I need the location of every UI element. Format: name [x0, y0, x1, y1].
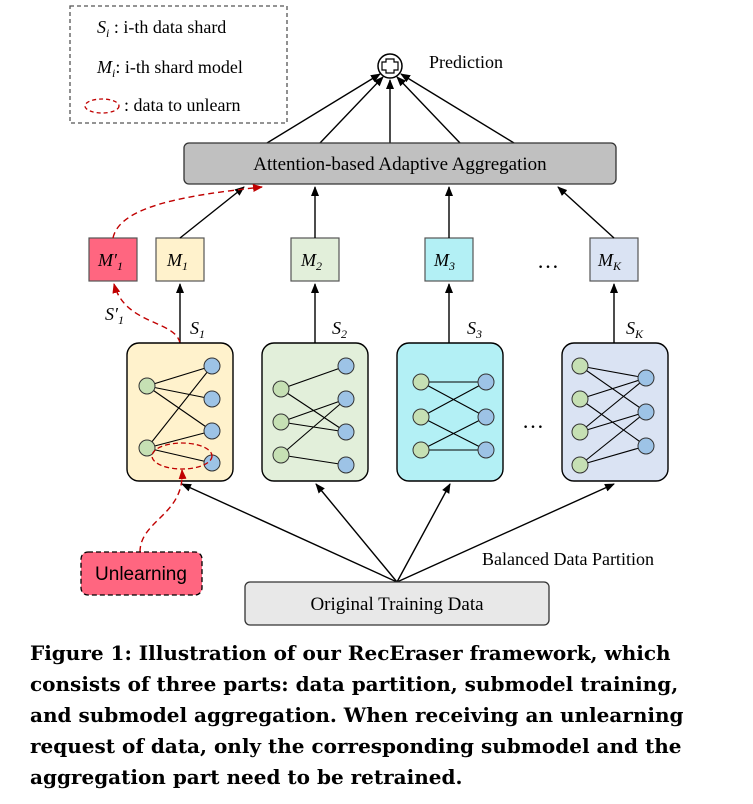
svg-text:M1: M1	[166, 250, 188, 273]
shard-3	[396, 342, 504, 482]
plus-icon	[377, 53, 403, 79]
shard-ellipsis: …	[522, 408, 544, 433]
label-s2: S2	[332, 318, 347, 341]
training-data-box: Original Training Data	[244, 581, 550, 626]
figure-caption: Figure 1: Illustration of our RecEraser …	[30, 638, 730, 793]
label-sk: SK	[626, 318, 644, 341]
model-m2: M2	[290, 237, 340, 282]
prediction-node: Prediction	[377, 52, 503, 79]
unlearning-box: Unlearning	[80, 551, 203, 596]
caption-line: request of data, only the corresponding …	[30, 734, 682, 758]
label-s1prime: S′1	[105, 304, 124, 327]
model-m1prime: M′1	[88, 237, 138, 282]
model-m3: M3	[424, 237, 474, 282]
shard-to-model-arrows	[176, 283, 618, 343]
model-mk: MK	[589, 237, 639, 282]
caption-line: consists of three parts: data partition,…	[30, 672, 679, 696]
svg-text:M2: M2	[300, 250, 322, 273]
m1prime-to-aggregation-dashed	[112, 184, 263, 239]
aggregation-to-prediction-arrows	[266, 73, 515, 144]
unlearning-label: Unlearning	[95, 564, 187, 585]
label-s3: S3	[467, 318, 482, 341]
shard-2	[261, 342, 369, 482]
svg-text:MK: MK	[597, 250, 622, 273]
legend-model: Mi: i-th shard model	[96, 57, 243, 80]
partition-label: Balanced Data Partition	[482, 549, 654, 569]
shard-1	[126, 342, 234, 482]
aggregation-box: Attention-based Adaptive Aggregation	[183, 142, 617, 185]
aggregation-label: Attention-based Adaptive Aggregation	[253, 154, 547, 175]
unlearn-ellipse	[151, 442, 213, 470]
legend: Si : i-th data shard Mi: i-th shard mode…	[69, 5, 288, 124]
model-to-aggregation-arrows	[179, 186, 615, 239]
legend-unlearn: : data to unlearn	[124, 95, 240, 115]
prediction-label: Prediction	[429, 52, 503, 72]
partition-arrows	[181, 483, 615, 583]
legend-unlearn-ellipse	[84, 98, 120, 114]
caption-line: Figure 1: Illustration of our RecEraser …	[30, 641, 671, 665]
model-m1: M1	[155, 237, 205, 282]
legend-shard: Si : i-th data shard	[97, 17, 226, 40]
caption-line: aggregation part need to be retrained.	[30, 765, 463, 789]
caption-line: and submodel aggregation. When receiving…	[30, 703, 684, 727]
svg-text:M′1: M′1	[97, 250, 123, 273]
svg-text:M3: M3	[433, 250, 455, 273]
unlearning-to-shard1-dashed	[139, 469, 187, 553]
model-ellipsis: …	[537, 248, 559, 273]
shard-k	[561, 342, 669, 482]
label-s1: S1	[190, 318, 205, 341]
training-data-label: Original Training Data	[310, 594, 484, 615]
